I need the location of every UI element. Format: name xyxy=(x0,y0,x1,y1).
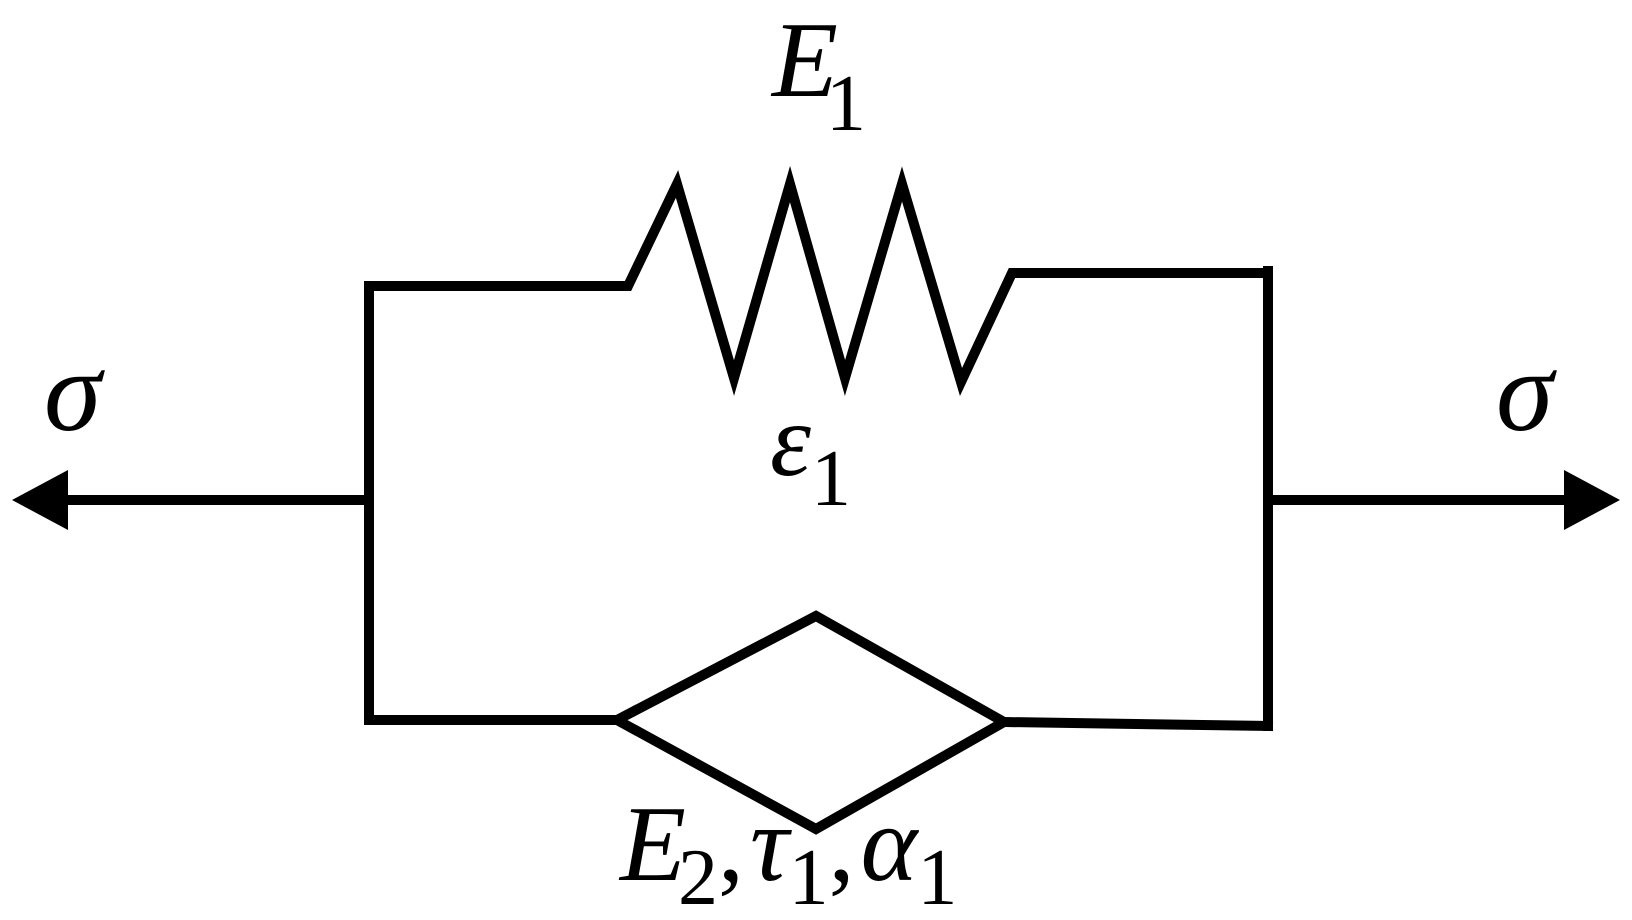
left-arrowhead-icon xyxy=(12,470,68,530)
element-label-p3-symbol: α xyxy=(861,785,920,904)
strain-label: ε1 xyxy=(770,383,851,523)
spring-element xyxy=(364,165,1273,397)
spring-label-symbol: E xyxy=(770,1,838,120)
right-stress-label: σ xyxy=(1496,328,1557,456)
right-arrowhead-icon xyxy=(1564,470,1620,530)
element-label-p1-symbol: E xyxy=(618,785,686,904)
element-label-separator-1: , xyxy=(718,788,744,903)
left-stress-label: σ xyxy=(44,328,105,456)
strain-label-symbol: ε xyxy=(770,383,811,498)
spring-label-subscript: 1 xyxy=(826,60,866,148)
spring-label: E1 xyxy=(770,1,866,148)
element-label-p1-subscript: 2 xyxy=(678,834,718,920)
element-label-p3-subscript: 1 xyxy=(917,834,957,920)
strain-label-subscript: 1 xyxy=(811,435,851,523)
element-label: E2,τ1,α1 xyxy=(618,785,957,920)
element-label-p2-subscript: 1 xyxy=(789,834,829,920)
lower-right-wire xyxy=(998,716,1274,732)
element-label-separator-2: , xyxy=(829,788,855,903)
element-label-p2-symbol: τ xyxy=(750,785,792,904)
